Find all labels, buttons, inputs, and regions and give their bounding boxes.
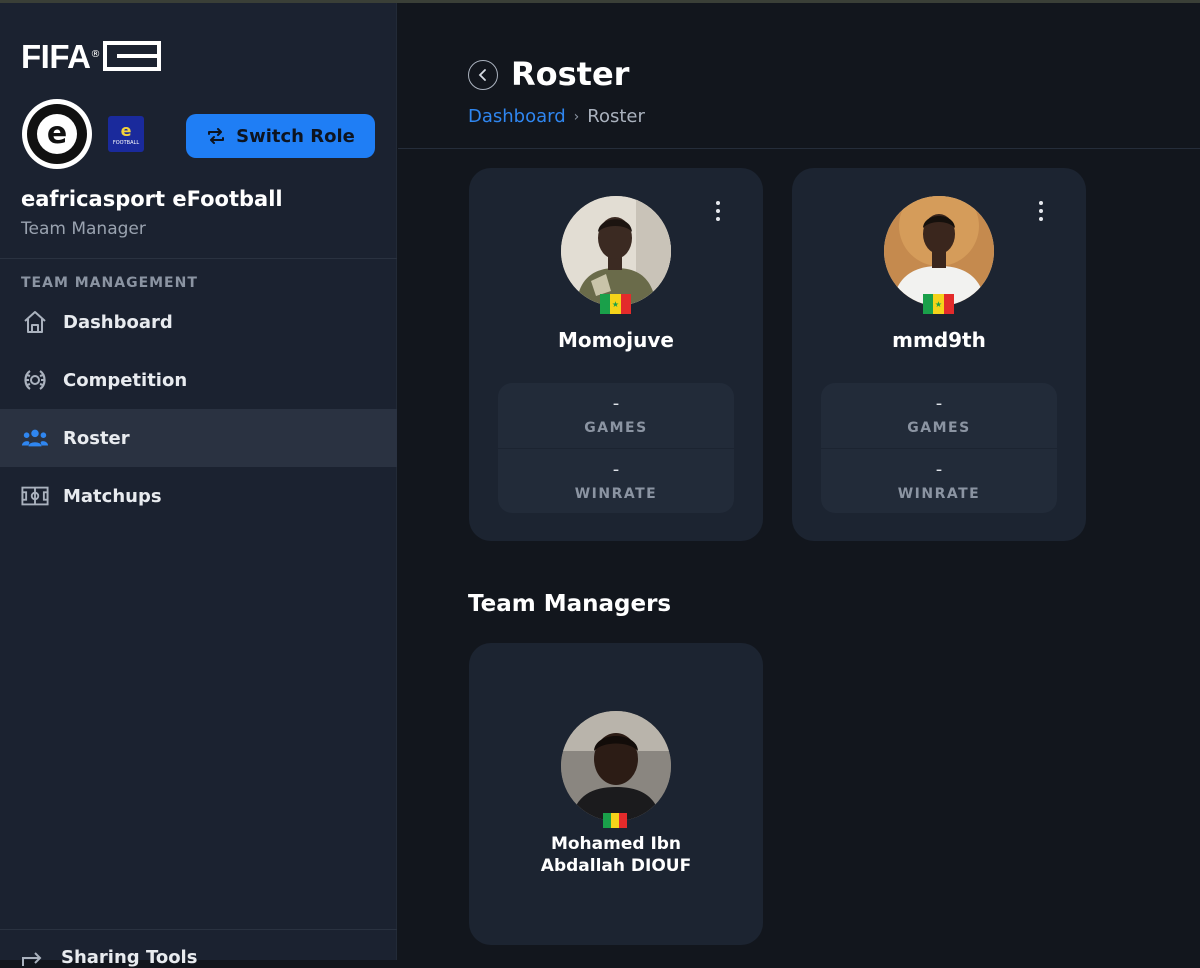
back-button[interactable] xyxy=(468,60,498,90)
player-card: ★ Momojuve - GAMES - WINRATE xyxy=(469,168,763,541)
manager-name: Mohamed Ibn Abdallah DIOUF xyxy=(469,833,763,877)
sidebar-item-label: Sharing Tools xyxy=(61,947,198,968)
sidebar-item-label: Dashboard xyxy=(63,311,173,333)
sidebar-divider xyxy=(0,258,397,259)
chevron-left-icon xyxy=(478,69,486,81)
senegal-flag-icon xyxy=(603,813,627,828)
player-name: mmd9th xyxy=(892,328,986,352)
efootball-badge: e FOOTBALL xyxy=(108,116,144,152)
breadcrumb-dashboard-link[interactable]: Dashboard xyxy=(468,106,566,127)
pitch-icon xyxy=(21,482,49,510)
manager-name-line-1: Mohamed Ibn xyxy=(550,834,682,854)
laurel-icon xyxy=(21,366,49,394)
sidebar-item-roster[interactable]: Roster xyxy=(0,409,397,467)
efootball-badge-letter: e xyxy=(120,120,132,140)
team-name: eafricasport eFootball xyxy=(21,187,283,211)
share-icon xyxy=(22,951,42,966)
page-title: Roster xyxy=(511,55,630,93)
stat-label: WINRATE xyxy=(897,486,981,502)
manager-card: Mohamed Ibn Abdallah DIOUF xyxy=(469,643,763,945)
team-header: e e FOOTBALL Switch Role xyxy=(22,99,382,171)
users-icon xyxy=(21,424,49,452)
section-label-team-management: TEAM MANAGEMENT xyxy=(21,275,198,291)
efootball-badge-text: FOOTBALL xyxy=(112,139,140,146)
sidebar-item-sharing-tools[interactable]: Sharing Tools xyxy=(21,947,197,968)
stat-label: WINRATE xyxy=(574,486,658,502)
fifa-e-logo-icon xyxy=(102,41,161,71)
senegal-flag-icon: ★ xyxy=(923,294,954,314)
fifa-logo: FIFA ® xyxy=(21,39,161,73)
switch-arrows-icon xyxy=(208,128,225,144)
main-content: Roster Dashboard › Roster ★ Momojuve - G… xyxy=(398,3,1200,960)
team-role: Team Manager xyxy=(21,219,146,239)
team-managers-heading: Team Managers xyxy=(468,591,672,617)
manager-name-line-2: Abdallah DIOUF xyxy=(540,856,692,876)
logo-text: FIFA xyxy=(21,37,91,75)
stat-value: - xyxy=(935,393,943,414)
breadcrumb-current: Roster xyxy=(587,106,645,127)
stat-winrate: - WINRATE xyxy=(821,448,1057,513)
stat-winrate: - WINRATE xyxy=(498,448,734,513)
stat-value: - xyxy=(935,459,943,480)
stat-value: - xyxy=(612,393,620,414)
stat-label: GAMES xyxy=(584,420,648,436)
logo-mark: ® xyxy=(90,48,101,60)
sidebar-item-matchups[interactable]: Matchups xyxy=(0,467,397,525)
player-card: ★ mmd9th - GAMES - WINRATE xyxy=(792,168,1086,541)
home-icon xyxy=(21,308,49,336)
more-options-icon[interactable] xyxy=(711,201,725,221)
breadcrumb-separator: › xyxy=(573,108,580,125)
manager-avatar xyxy=(561,711,671,821)
player-avatar xyxy=(561,196,671,306)
player-stats: - GAMES - WINRATE xyxy=(498,383,734,513)
switch-role-label: Switch Role xyxy=(236,125,355,147)
player-stats: - GAMES - WINRATE xyxy=(821,383,1057,513)
switch-role-button[interactable]: Switch Role xyxy=(186,114,375,158)
stat-label: GAMES xyxy=(907,420,971,436)
sidebar-item-label: Competition xyxy=(63,369,188,391)
header-divider xyxy=(398,148,1200,149)
player-avatar xyxy=(884,196,994,306)
stat-games: - GAMES xyxy=(821,383,1057,448)
stat-games: - GAMES xyxy=(498,383,734,448)
senegal-flag-icon: ★ xyxy=(600,294,631,314)
sidebar-bottom-divider xyxy=(0,929,397,930)
stat-value: - xyxy=(612,459,620,480)
sidebar-item-label: Matchups xyxy=(63,485,162,507)
team-logo-letter: e xyxy=(37,114,77,154)
breadcrumb: Dashboard › Roster xyxy=(468,106,645,127)
window-top-border xyxy=(0,0,1200,3)
player-name: Momojuve xyxy=(558,328,674,352)
team-logo: e xyxy=(22,99,92,169)
sidebar-item-dashboard[interactable]: Dashboard xyxy=(0,293,397,351)
sidebar: FIFA ® e e FOOTBALL Switch Role eafricas… xyxy=(0,3,397,968)
more-options-icon[interactable] xyxy=(1034,201,1048,221)
sidebar-item-competition[interactable]: Competition xyxy=(0,351,397,409)
sidebar-item-label: Roster xyxy=(63,427,130,449)
